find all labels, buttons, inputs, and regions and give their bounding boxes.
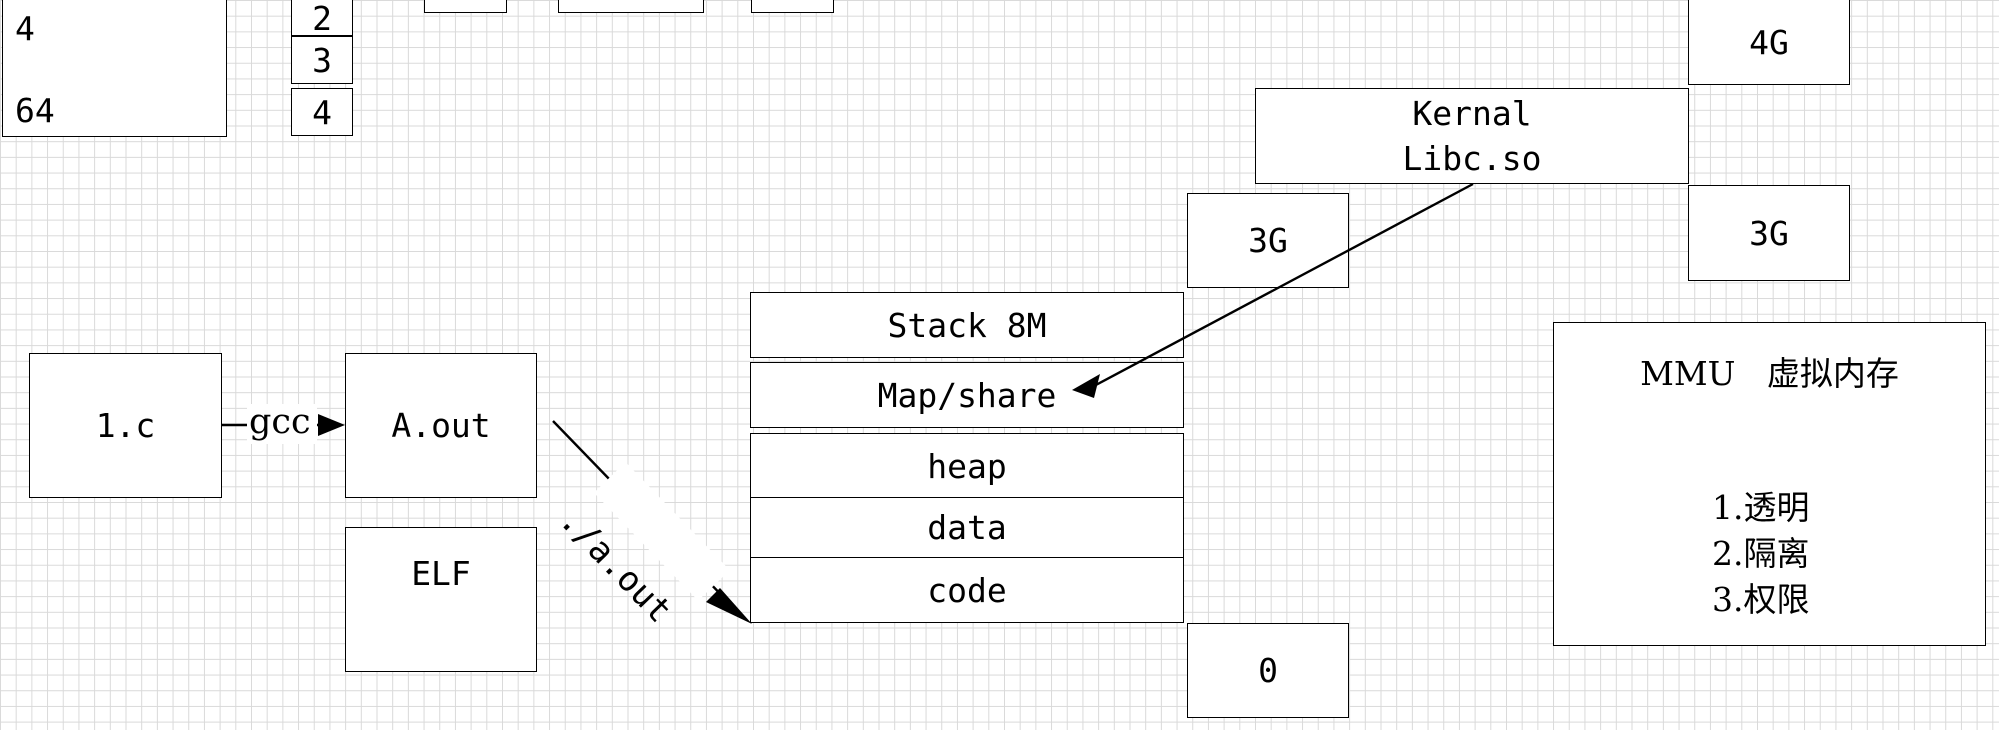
run-label: ./a.out — [551, 500, 680, 631]
stack-box-3: 3 — [291, 36, 353, 84]
binary-file-label: A.out — [391, 406, 491, 445]
segment-stack: Stack 8M — [750, 292, 1184, 358]
gcc-arrow-head — [318, 414, 345, 436]
stack-box-label-3: 3 — [312, 40, 332, 80]
kernel-label: Kernal — [1412, 94, 1532, 133]
top-left-value-2: 64 — [15, 91, 55, 130]
address-0-label: 0 — [1258, 651, 1278, 690]
address-3g-right-label: 3G — [1749, 213, 1789, 253]
mmu-box: MMU 虚拟内存 1.透明 2.隔离 3.权限 — [1553, 322, 1986, 646]
address-3g-right-box: 3G — [1688, 185, 1850, 281]
segment-map-share-label: Map/share — [877, 375, 1057, 415]
source-file-label: 1.c — [95, 406, 156, 445]
segment-code: code — [750, 557, 1184, 623]
partial-box-top-1 — [424, 0, 507, 13]
segment-stack-label: Stack 8M — [887, 305, 1047, 345]
segment-heap-label: heap — [927, 446, 1007, 486]
elf-box: ELF — [345, 527, 537, 672]
kernel-box: Kernal Libc.so — [1255, 88, 1689, 184]
address-3g-label: 3G — [1248, 221, 1288, 260]
mmu-item-1: 1.透明 — [1712, 488, 1810, 527]
stack-box-label-4: 4 — [312, 92, 332, 132]
address-3g-box: 3G — [1187, 193, 1349, 288]
top-left-value-1: 4 — [15, 9, 35, 48]
segment-map-share: Map/share — [750, 362, 1184, 428]
address-4g-box: 4G — [1688, 0, 1850, 85]
mmu-item-3: 3.权限 — [1712, 580, 1810, 619]
mmu-item-2: 2.隔离 — [1712, 534, 1810, 573]
partial-box-top-2 — [558, 0, 704, 13]
binary-file-box: A.out — [345, 353, 537, 498]
segment-data: data — [750, 497, 1184, 558]
stack-box-4: 4 — [291, 88, 353, 136]
stack-box-2: 2 — [291, 0, 353, 38]
libc-label: Libc.so — [1402, 139, 1542, 178]
address-4g-label: 4G — [1749, 23, 1789, 62]
partial-box-top-3 — [751, 0, 834, 13]
segment-heap: heap — [750, 433, 1184, 499]
gcc-label: gcc — [249, 402, 311, 442]
segment-code-label: code — [927, 570, 1007, 610]
run-arrow-head — [706, 588, 752, 624]
mmu-title: MMU 虚拟内存 — [1640, 354, 1899, 393]
source-file-box: 1.c — [29, 353, 222, 498]
elf-label: ELF — [411, 554, 471, 593]
top-left-box: 4 64 — [2, 0, 227, 137]
stack-box-label-2: 2 — [312, 0, 332, 38]
segment-data-label: data — [927, 508, 1007, 547]
address-0-box: 0 — [1187, 623, 1349, 718]
